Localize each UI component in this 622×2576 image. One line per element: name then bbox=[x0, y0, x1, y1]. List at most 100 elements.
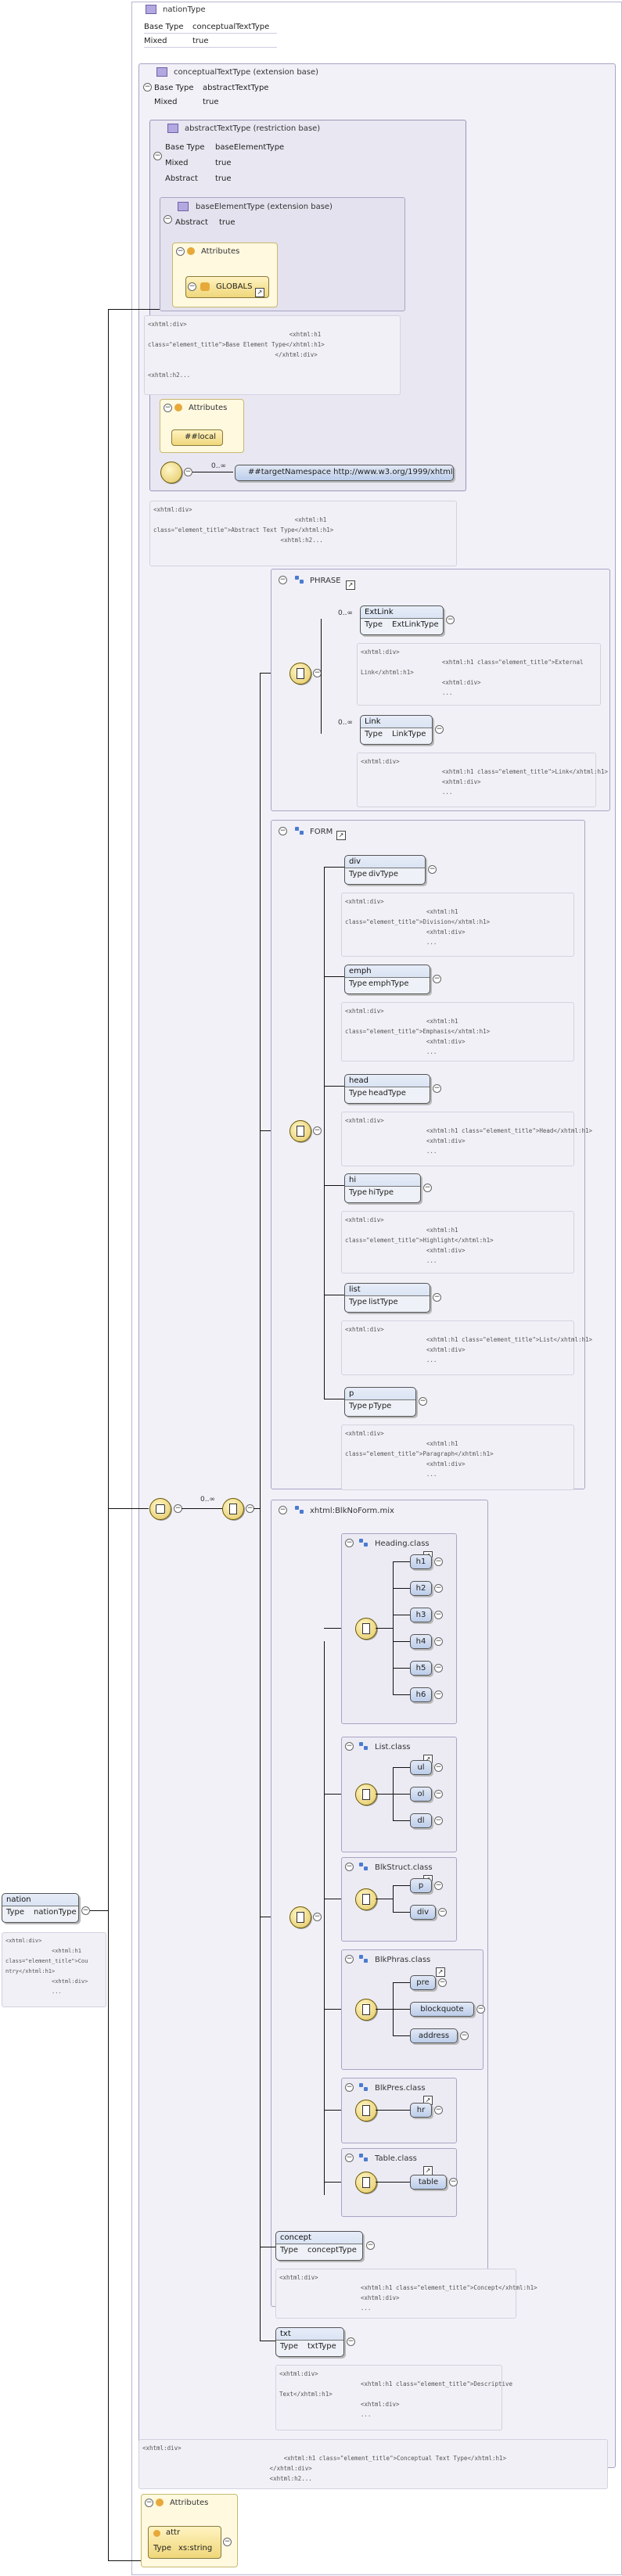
ref-element-address[interactable]: address bbox=[410, 2028, 458, 2043]
collapse-icon[interactable]: − bbox=[145, 2499, 153, 2507]
collapse-icon[interactable]: − bbox=[433, 975, 441, 983]
collapse-icon[interactable]: − bbox=[184, 468, 192, 476]
collapse-icon[interactable]: − bbox=[313, 1126, 322, 1135]
collapse-icon[interactable]: − bbox=[313, 1913, 322, 1921]
ref-element-h3[interactable]: h3 bbox=[410, 1608, 432, 1622]
element-name: emph bbox=[349, 967, 372, 975]
ref-element-table[interactable]: table bbox=[410, 2175, 447, 2190]
collapse-icon[interactable]: − bbox=[345, 1863, 354, 1871]
collapse-icon[interactable]: − bbox=[435, 725, 444, 734]
group-icon bbox=[359, 1863, 369, 1871]
ref-element-h5[interactable]: h5 bbox=[410, 1661, 432, 1676]
ref-element-blockquote[interactable]: blockquote bbox=[410, 2002, 474, 2017]
collapse-icon[interactable]: − bbox=[176, 247, 185, 256]
any-namespace-element[interactable]: ##targetNamespace http://www.w3.org/1999… bbox=[235, 465, 454, 481]
globals-label: GLOBALS bbox=[216, 282, 253, 291]
globals-attribute-group[interactable]: − GLOBALS ↗ bbox=[185, 276, 269, 298]
collapse-icon[interactable]: − bbox=[347, 2337, 355, 2346]
collapse-icon[interactable]: − bbox=[279, 576, 287, 584]
collapse-icon[interactable]: − bbox=[423, 1184, 432, 1192]
collapse-icon[interactable]: − bbox=[433, 1084, 441, 1093]
attr-attribute[interactable]: attr Type xs:string bbox=[148, 2526, 221, 2559]
any-attribute-local[interactable]: ##local bbox=[171, 429, 223, 446]
ref-element-div[interactable]: div bbox=[410, 1905, 436, 1920]
ref-element-hr[interactable]: hr bbox=[410, 2103, 432, 2118]
link-icon[interactable]: ↗ bbox=[255, 288, 264, 297]
ref-element-h4[interactable]: h4 bbox=[410, 1634, 432, 1649]
collapse-icon[interactable]: − bbox=[419, 1397, 427, 1406]
collapse-icon[interactable]: − bbox=[434, 1763, 443, 1772]
base-type-value: conceptualTextType bbox=[192, 23, 270, 31]
collapse-icon[interactable]: − bbox=[164, 215, 172, 224]
ref-element-h6[interactable]: h6 bbox=[410, 1687, 432, 1702]
connector bbox=[393, 1885, 394, 1912]
collapse-icon[interactable]: − bbox=[223, 2538, 232, 2546]
collapse-icon[interactable]: − bbox=[434, 1611, 443, 1619]
collapse-icon[interactable]: − bbox=[345, 2154, 354, 2162]
collapse-icon[interactable]: − bbox=[476, 2005, 485, 2014]
group-icon bbox=[295, 1506, 304, 1514]
ref-element-h1[interactable]: h1 bbox=[410, 1554, 432, 1569]
ref-element-pre[interactable]: pre bbox=[410, 1975, 436, 1990]
connector bbox=[324, 1641, 325, 2195]
collapse-icon[interactable]: − bbox=[345, 1955, 354, 1963]
connector bbox=[393, 1767, 410, 1768]
group-icon bbox=[359, 1539, 369, 1547]
form-annotation-hi: <xhtml:div> <xhtml:h1 class="element_tit… bbox=[341, 1211, 574, 1274]
collapse-icon[interactable]: − bbox=[460, 2032, 469, 2040]
collapse-icon[interactable]: − bbox=[153, 152, 162, 160]
connector bbox=[86, 1910, 108, 1911]
collapse-icon[interactable]: − bbox=[428, 865, 437, 874]
collapse-icon[interactable]: − bbox=[438, 1908, 447, 1917]
ref-element-h2[interactable]: h2 bbox=[410, 1581, 432, 1596]
ref-element-dl[interactable]: dl bbox=[410, 1813, 432, 1828]
collapse-icon[interactable]: − bbox=[434, 2106, 443, 2114]
collapse-icon[interactable]: − bbox=[434, 1816, 443, 1825]
ref-element-ul[interactable]: ul bbox=[410, 1760, 432, 1775]
collapse-icon[interactable]: − bbox=[188, 282, 196, 291]
collapse-icon[interactable]: − bbox=[164, 404, 172, 412]
connector bbox=[393, 2035, 410, 2036]
collapse-icon[interactable]: − bbox=[434, 1881, 443, 1890]
collapse-icon[interactable]: − bbox=[434, 1557, 443, 1566]
collapse-icon[interactable]: − bbox=[434, 1790, 443, 1798]
collapse-icon[interactable]: − bbox=[345, 2083, 354, 2092]
ref-element-ol[interactable]: ol bbox=[410, 1787, 432, 1802]
collapse-icon[interactable]: − bbox=[434, 1584, 443, 1593]
link-icon[interactable]: ↗ bbox=[346, 580, 355, 590]
collapse-icon[interactable]: − bbox=[345, 1539, 354, 1547]
attribute-icon bbox=[174, 404, 182, 411]
collapse-icon[interactable]: − bbox=[279, 827, 287, 835]
collapse-icon[interactable]: − bbox=[345, 1742, 354, 1751]
collapse-icon[interactable]: − bbox=[449, 2178, 458, 2186]
collapse-icon[interactable]: − bbox=[279, 1506, 287, 1514]
collapse-icon[interactable]: − bbox=[81, 1906, 90, 1915]
collapse-icon[interactable]: − bbox=[434, 1690, 443, 1699]
collapse-icon[interactable]: − bbox=[433, 1293, 441, 1302]
mixed-value: true bbox=[203, 98, 219, 106]
collapse-icon[interactable]: − bbox=[434, 1637, 443, 1646]
collapse-icon[interactable]: − bbox=[366, 2241, 375, 2250]
collapse-icon[interactable]: − bbox=[143, 83, 152, 92]
collapse-icon[interactable]: − bbox=[446, 616, 455, 624]
collapse-icon[interactable]: − bbox=[434, 1664, 443, 1672]
link-icon[interactable]: ↗ bbox=[336, 831, 346, 840]
divider bbox=[144, 33, 277, 34]
ref-element-p[interactable]: p bbox=[410, 1878, 432, 1893]
link-icon[interactable]: ↗ bbox=[436, 1967, 445, 1977]
connector bbox=[324, 867, 344, 868]
extlink-occurs: 0..∞ bbox=[338, 609, 353, 617]
collapse-icon[interactable]: − bbox=[438, 1978, 447, 1987]
